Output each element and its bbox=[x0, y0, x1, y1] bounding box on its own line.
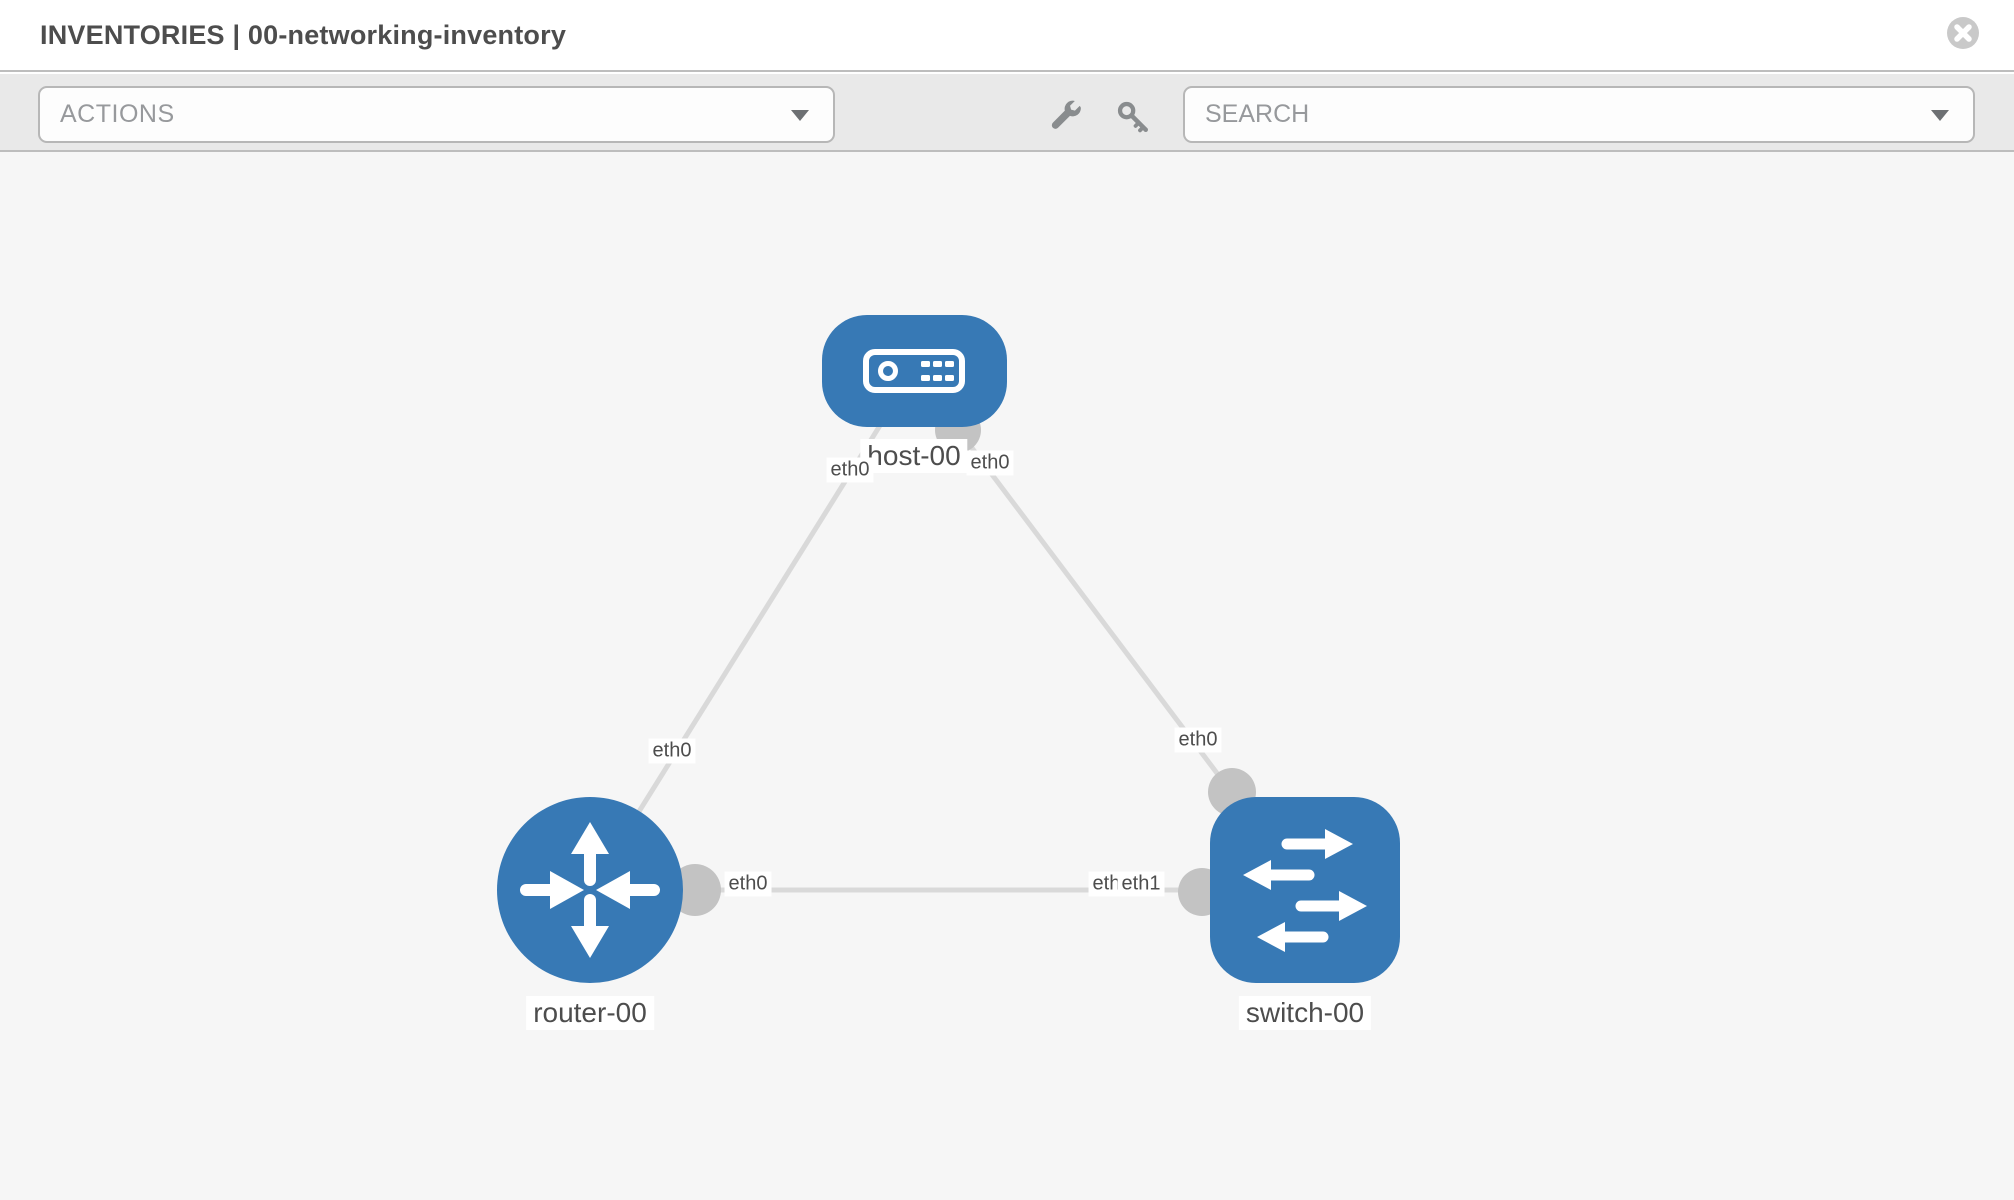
interface-label: eth0 bbox=[826, 457, 874, 483]
endpoints-layer bbox=[669, 407, 1256, 916]
caret-down-icon bbox=[1931, 109, 1949, 121]
node-switch-00[interactable] bbox=[1210, 797, 1400, 983]
node-host-00[interactable] bbox=[822, 315, 1007, 427]
search-input[interactable] bbox=[1185, 100, 1855, 129]
node-label-switch: switch-00 bbox=[1238, 996, 1372, 1030]
node-label-router: router-00 bbox=[526, 996, 654, 1030]
page-title: INVENTORIES | 00-networking-inventory bbox=[40, 20, 567, 50]
switch-arrows-icon bbox=[1243, 829, 1367, 952]
interface-label: eth0 bbox=[724, 871, 772, 897]
actions-dropdown-label: ACTIONS bbox=[60, 100, 175, 128]
toolbar: ACTIONS bbox=[0, 74, 2014, 152]
wrench-icon[interactable] bbox=[1049, 100, 1083, 134]
router-arrows-icon bbox=[520, 822, 660, 958]
interface-label: eth0 bbox=[648, 738, 696, 764]
node-label-host: host-00 bbox=[860, 439, 968, 473]
interface-label: eth0 bbox=[1174, 727, 1222, 753]
caret-down-icon bbox=[791, 109, 809, 121]
interface-label: eth1 bbox=[1117, 871, 1165, 897]
host-device-icon bbox=[863, 349, 965, 393]
close-icon[interactable] bbox=[1946, 16, 1980, 50]
key-icon[interactable] bbox=[1116, 100, 1150, 134]
node-router-00[interactable] bbox=[497, 797, 683, 983]
search-dropdown[interactable] bbox=[1183, 86, 1975, 143]
topology-canvas[interactable]: host-00 router-00 switch-00 eth0 eth0 et… bbox=[0, 152, 2014, 1200]
interface-label: eth0 bbox=[966, 450, 1014, 476]
actions-dropdown[interactable]: ACTIONS bbox=[38, 86, 835, 143]
header: INVENTORIES | 00-networking-inventory bbox=[0, 0, 2014, 72]
